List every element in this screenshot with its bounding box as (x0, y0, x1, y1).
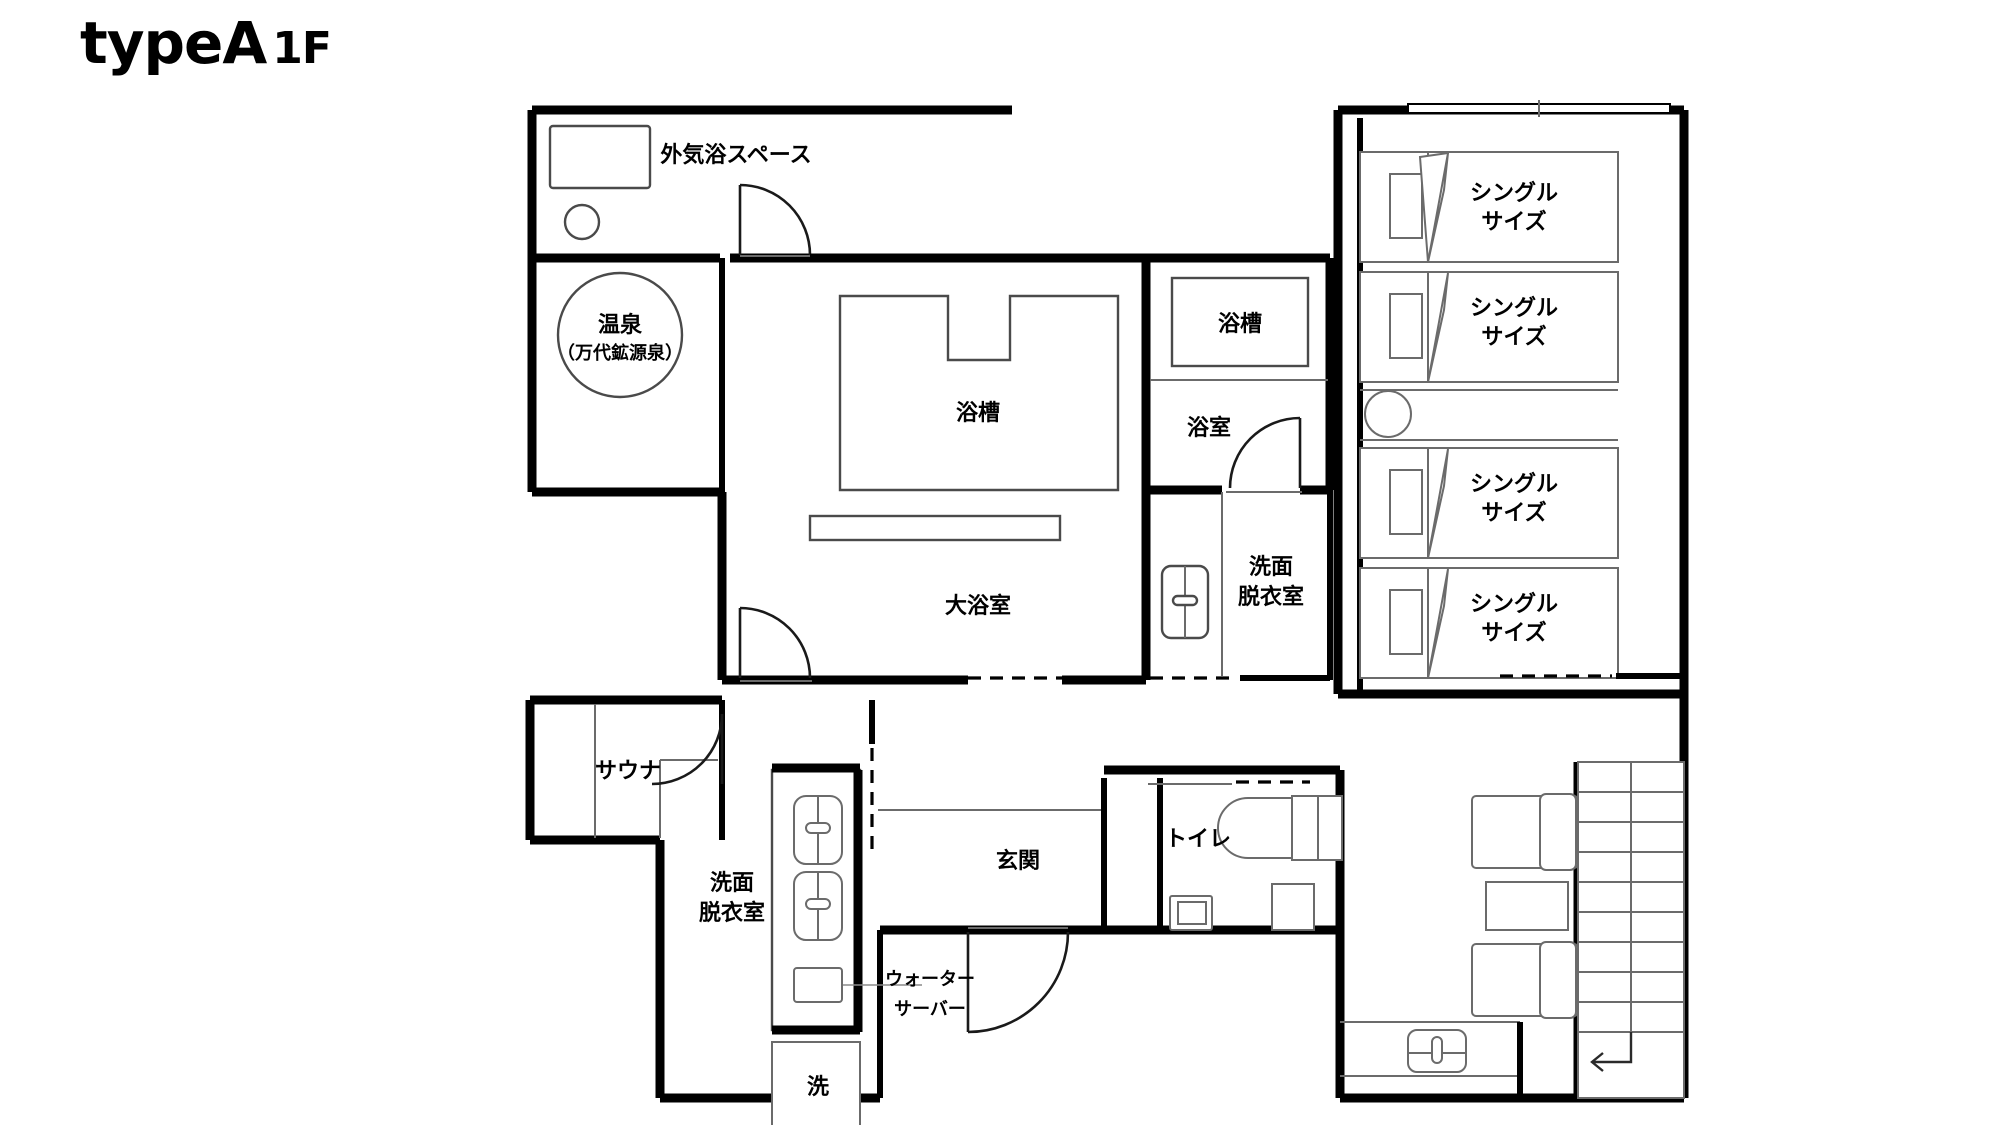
bedroom (1333, 100, 1689, 699)
faucet-icon (805, 898, 831, 910)
entrance-area (878, 778, 1107, 1034)
toilet-room (1104, 765, 1345, 1098)
outdoor-bath-space-room (527, 105, 1012, 263)
label-bed-1-line2: サイズ (1481, 209, 1546, 235)
side-table-icon (1364, 390, 1412, 438)
kitchen-counter (1340, 1021, 1523, 1098)
faucet-icon (1171, 594, 1199, 607)
label-lower-washroom-2: 脱衣室 (699, 900, 765, 926)
main-bathtub-shape (838, 294, 1120, 492)
onsen-circle-icon (556, 271, 684, 399)
stair-up-arrow-icon (1590, 1032, 1633, 1072)
label-washing-machine: 洗 (807, 1075, 829, 1100)
faucet-icon (1431, 1036, 1443, 1064)
upper-washroom (1143, 490, 1333, 681)
private-bath-block (1146, 253, 1335, 495)
sauna-room (525, 695, 725, 845)
armchair-1 (1471, 793, 1579, 871)
label-bed-2-line2: サイズ (1481, 324, 1546, 350)
armchair-2 (1471, 941, 1579, 1019)
bath-step-icon (808, 514, 1062, 542)
label-upper-washroom-2: 脱衣室 (1238, 584, 1304, 610)
label-bed-4-line1: シングル (1470, 591, 1558, 617)
label-bed-2-line1: シングル (1470, 295, 1558, 321)
toilet-cabinet-icon (1271, 883, 1315, 931)
private-bathtub-icon (1170, 276, 1310, 368)
label-bed-1-line1: シングル (1470, 180, 1558, 206)
toilet-shelf-inner (1177, 901, 1207, 925)
label-upper-washroom-1: 洗面 (1249, 555, 1293, 580)
label-toilet: トイレ (1165, 827, 1231, 852)
onsen-room (527, 258, 725, 497)
lower-washroom (655, 700, 922, 1125)
stool-icon (563, 203, 601, 241)
toilet-icon (1217, 795, 1343, 861)
bed-3 (1359, 447, 1619, 559)
label-onsen-source: （万代鉱源泉） (557, 342, 683, 364)
bed-4 (1359, 567, 1619, 679)
label-large-bath: 大浴室 (945, 593, 1011, 619)
water-server-icon (793, 967, 843, 1003)
label-bed-3-line1: シングル (1470, 471, 1558, 497)
plan-type-name: typeA (80, 9, 267, 77)
coffee-table-icon (1485, 881, 1569, 931)
label-main-bathtub: 浴槽 (956, 401, 1000, 426)
bench-icon (548, 124, 652, 190)
pillow-icon (1389, 469, 1423, 535)
label-sauna: サウナ (595, 759, 661, 784)
label-private-bathroom: 浴室 (1187, 415, 1231, 441)
pillow-icon (1389, 293, 1423, 359)
label-lower-washroom-1: 洗面 (710, 871, 754, 896)
label-entrance: 玄関 (996, 848, 1040, 874)
label-water-server-1: ウォーター (885, 969, 975, 990)
large-bath-room (717, 253, 1151, 685)
bed-2 (1359, 271, 1619, 383)
washing-machine-icon (771, 1041, 861, 1125)
bed-1 (1359, 151, 1619, 263)
label-water-server-2: サーバー (894, 999, 966, 1020)
faucet-icon (805, 822, 831, 834)
living-stair-area (1340, 694, 1689, 1103)
label-bed-3-line2: サイズ (1481, 500, 1546, 526)
window-icon (1407, 100, 1671, 117)
label-bed-4-line2: サイズ (1481, 620, 1546, 646)
pillow-icon (1389, 589, 1423, 655)
plan-floor-label: 1F (272, 23, 332, 74)
label-private-bathtub: 浴槽 (1218, 312, 1262, 337)
label-outdoor-bath-space: 外気浴スペース (660, 142, 811, 168)
pillow-icon (1389, 173, 1423, 239)
label-onsen-name: 温泉 (598, 312, 643, 338)
